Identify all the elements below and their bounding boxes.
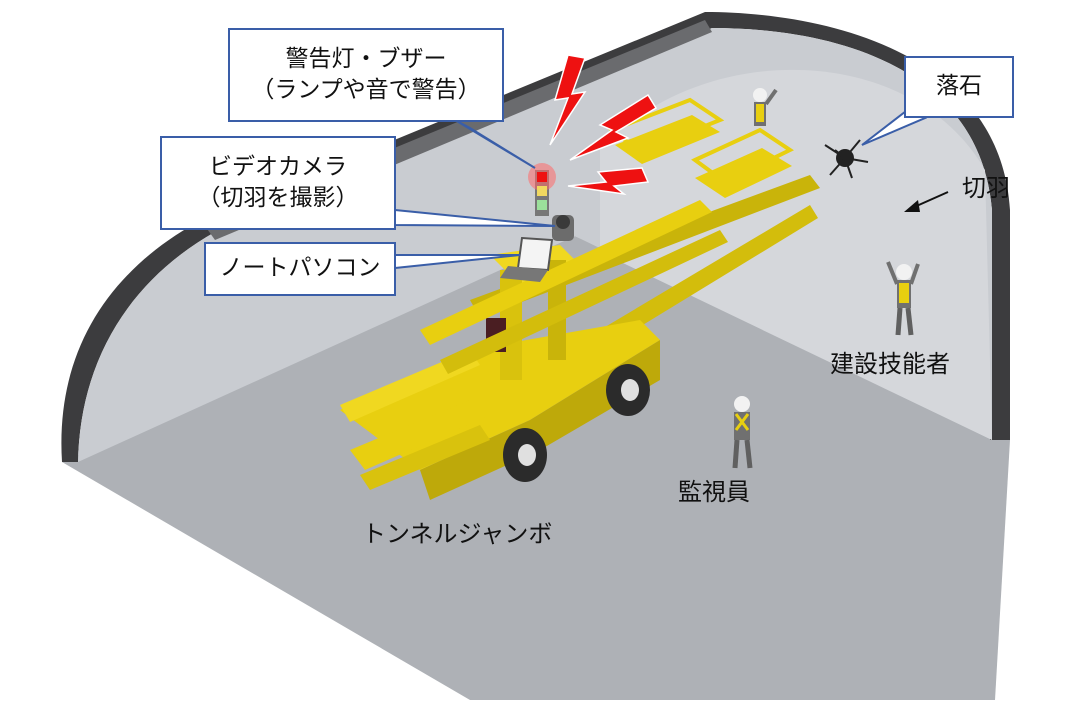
falling-rock-callout-line1: 落石 (936, 73, 982, 100)
lightning-bolt-icon (549, 54, 587, 146)
lightning-bolt-icon (567, 167, 650, 196)
jumbo-boom-front-2 (440, 230, 728, 374)
video-camera-callout: ビデオカメラ （切羽を撮影） (160, 136, 396, 230)
jumbo-front-deck (350, 400, 490, 470)
skilled-worker-label: 建設技能者 (830, 350, 950, 378)
camera-lens (556, 215, 570, 229)
warning-light-red (537, 172, 547, 182)
work-platform-left-floor (615, 115, 720, 164)
jumbo-front-step (360, 425, 490, 490)
worker-on-platform (753, 88, 778, 126)
supervisor-label: 監視員 (678, 478, 750, 506)
falling-rock-icon (824, 139, 869, 179)
warning-light-green (537, 200, 547, 210)
jumbo-wheel-front-hub (518, 444, 536, 466)
alarm-lightning (549, 54, 658, 196)
falling-rock-callout: 落石 (904, 56, 1014, 118)
lightning-bolt-icon (569, 93, 658, 161)
tunnel-jumbo-label: トンネルジャンボ (362, 520, 553, 548)
laptop-screen (516, 236, 554, 272)
tunnel-face-label: 切羽 (962, 174, 1010, 202)
tunnel-jumbo-machine (340, 97, 820, 500)
video-camera-callout-line1: ビデオカメラ (209, 153, 347, 180)
jumbo-wheel-rear-hub (621, 379, 639, 401)
leader-warning-light (454, 119, 536, 169)
video-camera-callout-line2: （切羽を撮影） (197, 185, 359, 211)
warning-light-callout-line2: （ランプや音で警告） (251, 77, 481, 103)
jumbo-chassis-side (420, 340, 660, 500)
jumbo-boom-lower (600, 205, 818, 345)
jumbo-boom-front-1 (420, 200, 712, 345)
laptop-callout-line1: ノートパソコン (219, 255, 381, 282)
supervisor-figure (732, 396, 753, 469)
laptop-base (500, 266, 548, 282)
work-platform-right-floor (695, 148, 792, 198)
warning-light-callout: 警告灯・ブザー （ランプや音で警告） (228, 28, 504, 122)
warning-light-callout-line1: 警告灯・ブザー (285, 45, 447, 72)
arrow-icon (904, 191, 949, 212)
laptop-callout: ノートパソコン (204, 242, 396, 296)
skilled-worker-figure (886, 261, 920, 336)
warning-light-amber (537, 186, 547, 196)
